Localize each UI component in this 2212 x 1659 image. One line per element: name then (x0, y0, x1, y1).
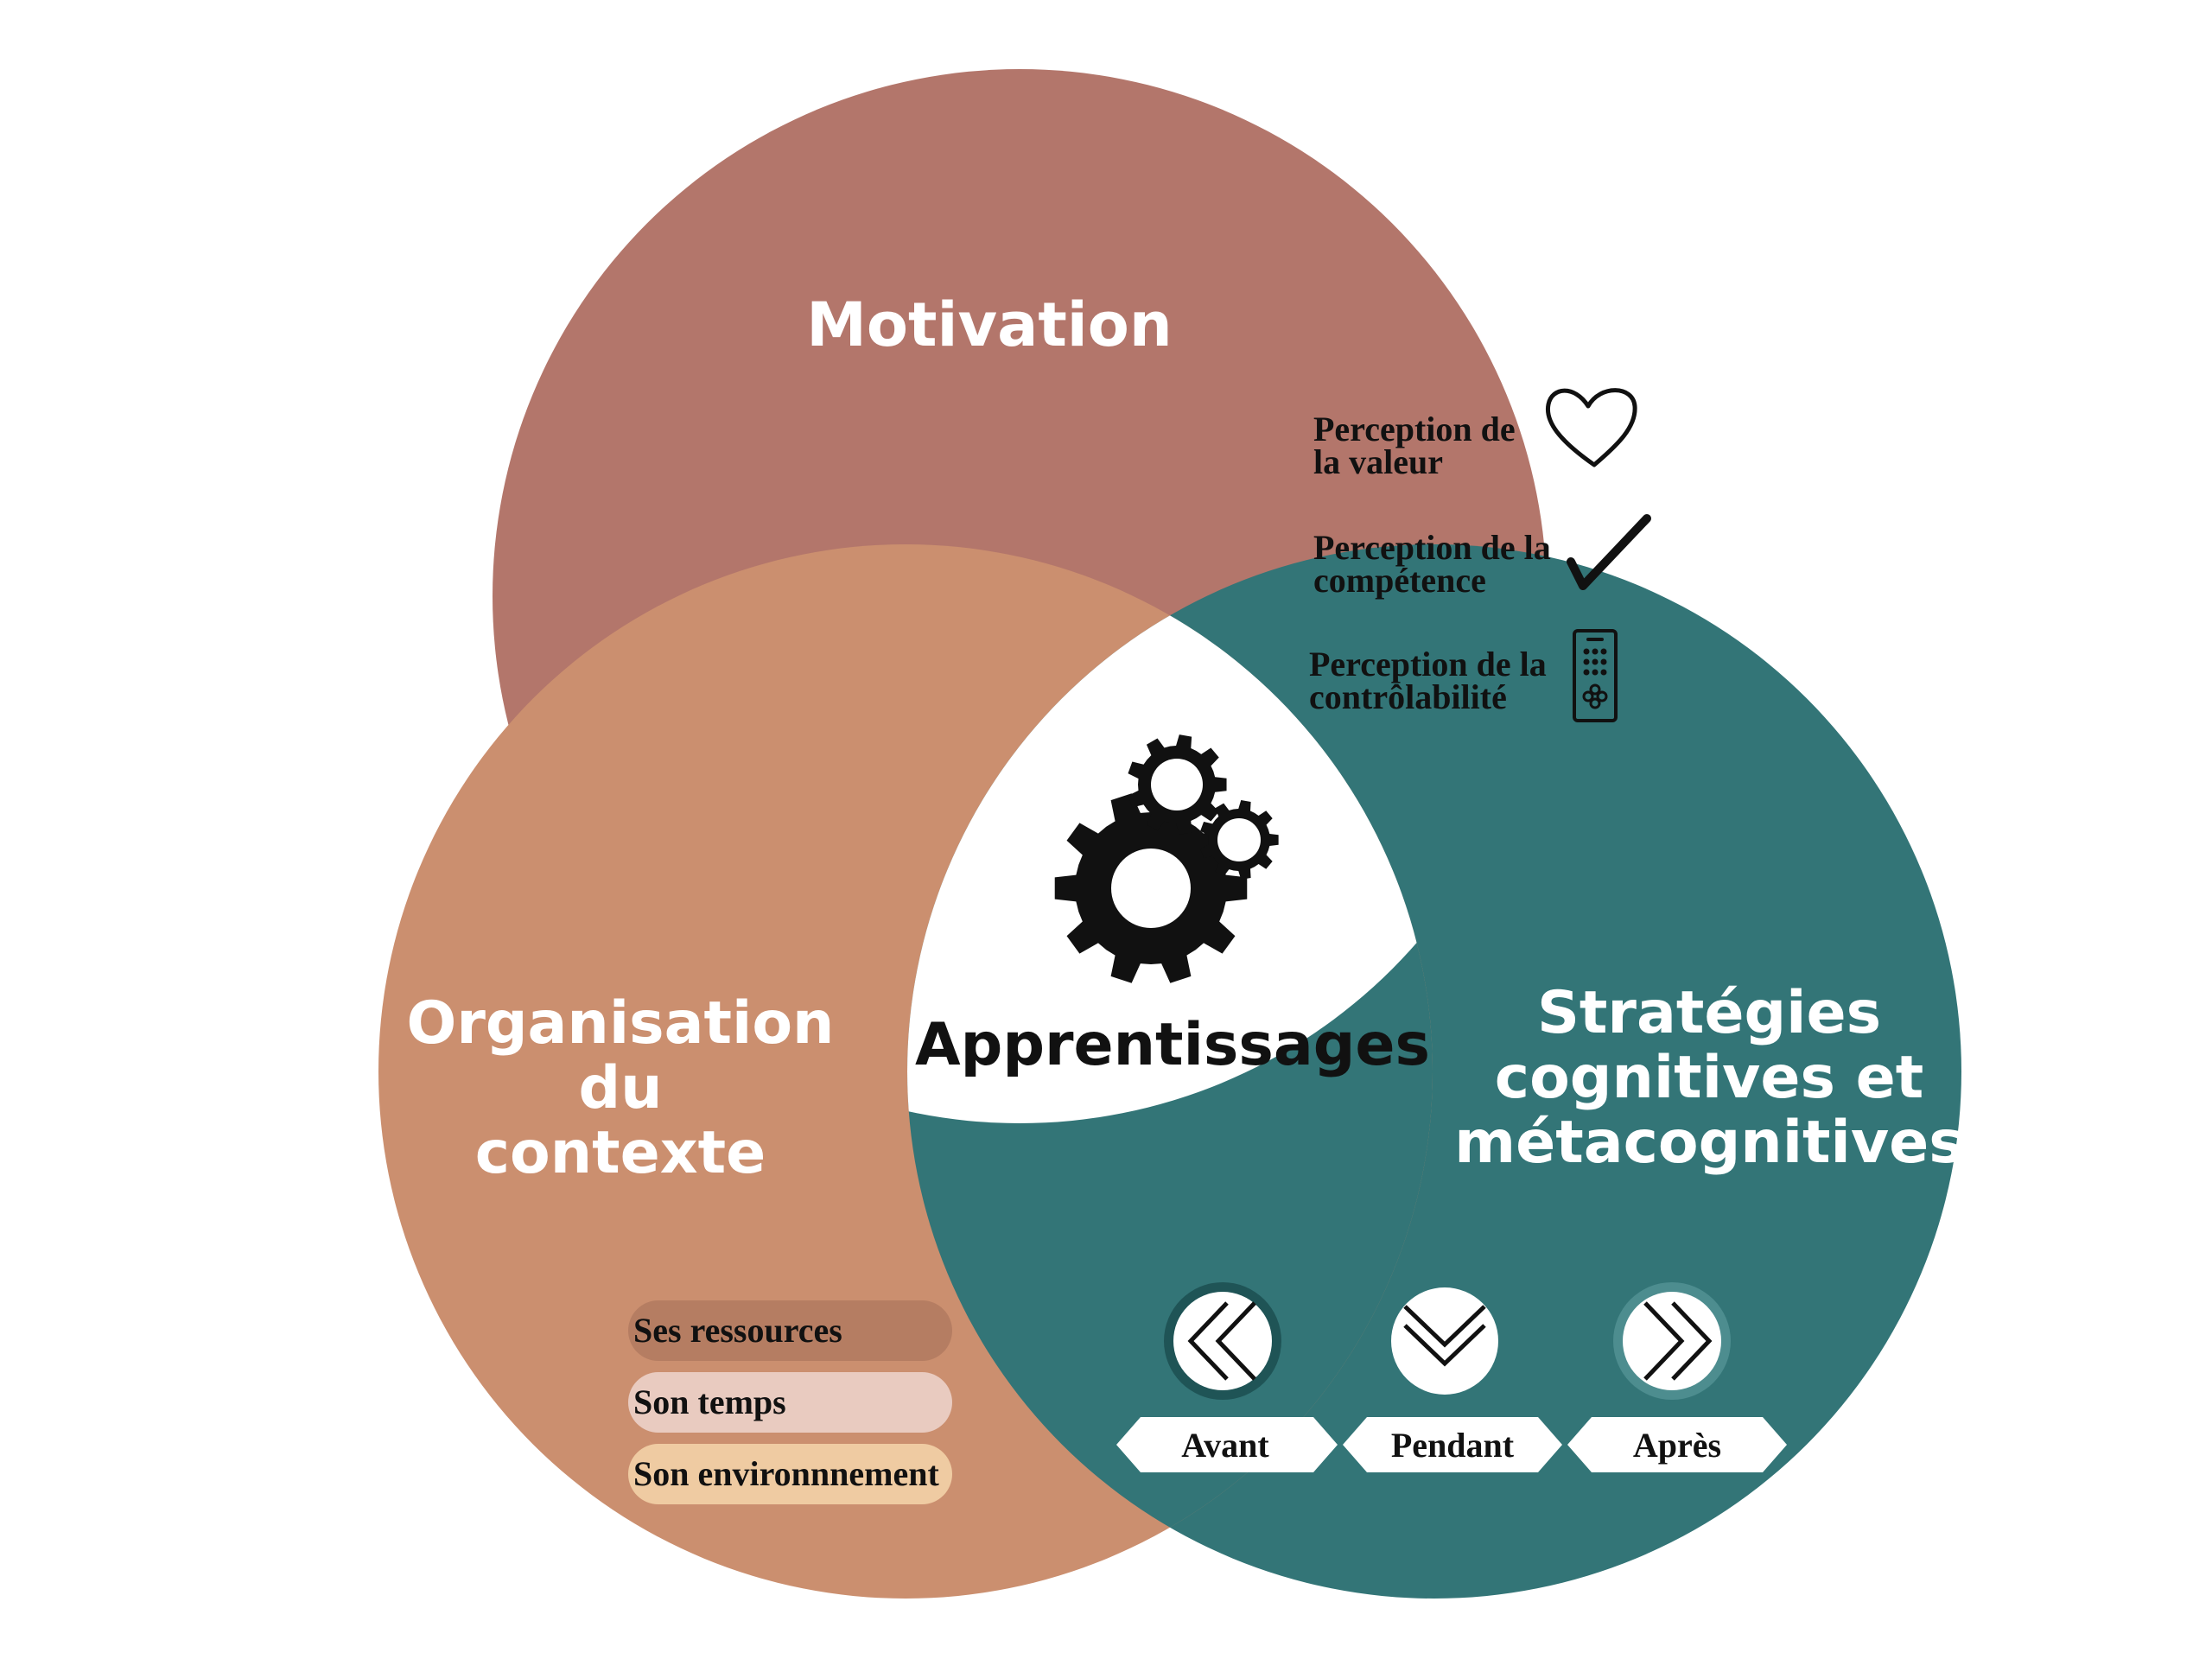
heart-icon (1545, 388, 1637, 467)
motivation-item-line1: Perception de (1313, 410, 1516, 448)
organisation-title-line2: du (578, 1054, 662, 1122)
strategies-title-line1: Stratégies (1537, 979, 1881, 1047)
pill-label: Son temps (633, 1382, 786, 1421)
double-chevron-right-icon (1613, 1282, 1731, 1400)
double-chevron-left-icon (1164, 1282, 1281, 1400)
phase-tag-avant: Avant (1116, 1417, 1338, 1472)
phase-label: Pendant (1391, 1426, 1515, 1465)
organisation-item-ressources: Ses ressources (628, 1300, 952, 1361)
motivation-item-line2: compétence (1313, 561, 1486, 600)
motivation-item-line1: Perception de la (1313, 528, 1551, 567)
motivation-item-value: Perception de la valeur (1313, 410, 1516, 481)
organisation-item-environnement: Son environnnement (628, 1444, 952, 1504)
motivation-item-controlability: Perception de la contrôlabilité (1309, 645, 1547, 716)
organisation-title-line3: contexte (475, 1119, 766, 1187)
motivation-item-line1: Perception de la (1309, 645, 1547, 683)
pill-background (628, 1444, 952, 1504)
pill-label: Son environnnement (633, 1454, 939, 1493)
pill-background (628, 1372, 952, 1433)
organisation-title-line1: Organisation (407, 989, 835, 1058)
strategies-title-line3: métacognitives (1454, 1109, 1964, 1177)
double-chevron-down-icon (1391, 1287, 1498, 1395)
phase-tag-apres: Après (1567, 1417, 1787, 1472)
pill-background (628, 1300, 952, 1361)
phase-label: Avant (1181, 1426, 1269, 1465)
center-title: Apprentissages (915, 1011, 1430, 1079)
phase-label: Après (1633, 1426, 1721, 1465)
motivation-title: Motivation (806, 289, 1172, 360)
gears-icon (1054, 734, 1279, 983)
pill-label: Ses ressources (633, 1311, 842, 1350)
motivation-item-line2: contrôlabilité (1309, 677, 1507, 716)
organisation-item-temps: Son temps (628, 1372, 952, 1433)
checkmark-icon (1567, 514, 1651, 590)
motivation-item-competence: Perception de la compétence (1313, 528, 1551, 600)
phase-tag-pendant: Pendant (1343, 1417, 1562, 1472)
remote-control-icon (1573, 629, 1618, 722)
motivation-item-line2: la valeur (1313, 442, 1443, 481)
strategies-title-line2: cognitives et (1495, 1044, 1923, 1112)
